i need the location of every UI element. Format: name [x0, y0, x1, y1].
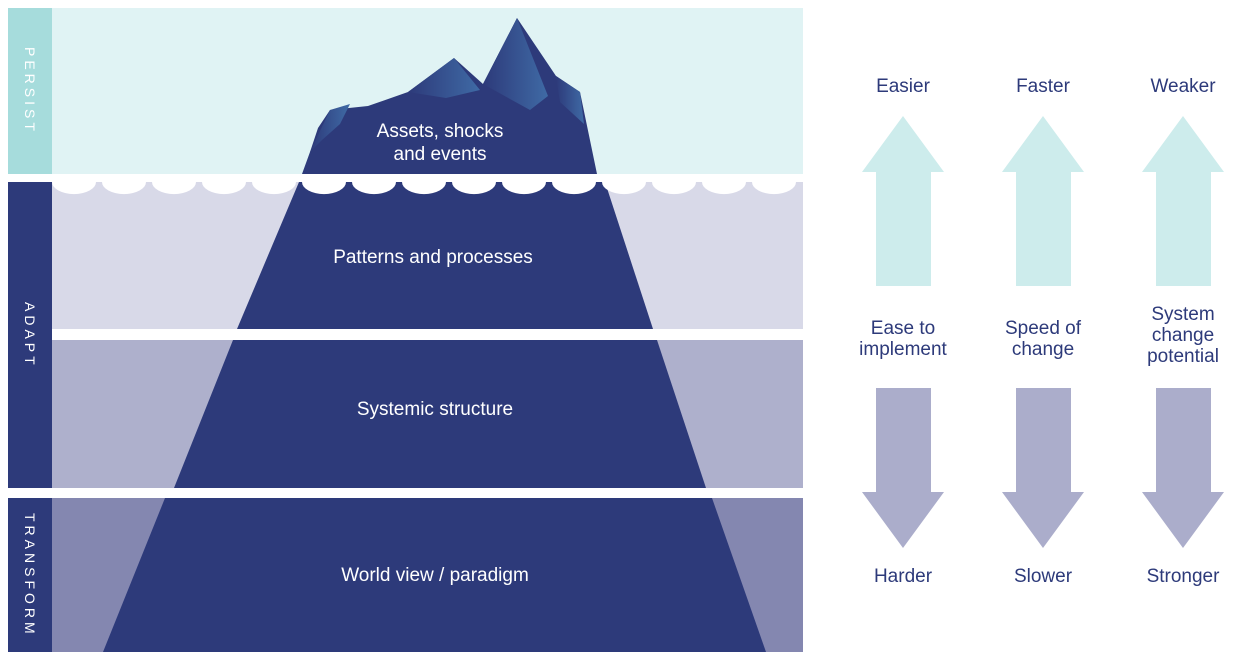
wave-scallop — [152, 182, 196, 195]
iceberg-peak-icon — [556, 76, 584, 124]
metric-2-label: Speed of change — [973, 318, 1113, 360]
patterns-label: Patterns and processes — [333, 247, 533, 268]
wave-scallop — [252, 182, 296, 195]
level-label-transform-text: TRANSFORM — [22, 512, 38, 638]
metric-1-label-line1: Ease to — [870, 318, 936, 339]
level-label-persist-text: PERSIST — [22, 47, 38, 135]
persist-bar — [8, 8, 52, 174]
metric-3-bottom: Stronger — [1146, 566, 1220, 587]
arrow-up-icon — [1002, 116, 1084, 286]
level-label-adapt-text: ADAPT — [22, 301, 38, 369]
wave-scallop — [52, 182, 96, 195]
metric-3-label-line2: change — [1151, 325, 1215, 346]
wave-scallop — [502, 182, 546, 195]
metric-1-bottom: Harder — [873, 566, 933, 587]
wave-scallop — [752, 182, 796, 195]
wave-scallop — [602, 182, 646, 195]
metric-1-label-line2: implement — [859, 339, 947, 360]
arrow-down-icon — [1002, 388, 1084, 548]
metric-3-label-line3: potential — [1147, 346, 1219, 367]
iceberg-layer-worldview — [103, 498, 766, 652]
wave-scallop — [102, 182, 146, 195]
level-label-adapt: ADAPT — [8, 182, 52, 488]
iceberg-tip-label: Assets, shocks and events — [330, 120, 550, 166]
metric-1-top: Easier — [876, 76, 930, 97]
arrow-down-icon — [1142, 388, 1224, 548]
level-label-transform: TRANSFORM — [8, 498, 52, 652]
wave-scallop — [352, 182, 396, 195]
iceberg-peak-icon — [408, 58, 480, 98]
transform-bar — [8, 498, 52, 652]
wave-scallop — [452, 182, 496, 195]
tip-label-line2: and events — [393, 144, 487, 165]
worldview-label: World view / paradigm — [341, 565, 529, 586]
arrow-up-icon — [1142, 116, 1224, 286]
level-label-persist: PERSIST — [8, 8, 52, 174]
iceberg-peak-icon — [483, 18, 548, 110]
metric-2-label-line1: Speed of — [1004, 318, 1082, 339]
arrow-up-icon — [862, 116, 944, 286]
iceberg-layer-structure — [174, 340, 706, 488]
metric-2-label-line2: change — [1011, 339, 1075, 360]
iceberg-peak-icon — [310, 104, 350, 152]
wave-scallop — [202, 182, 246, 195]
metric-3-top: Weaker — [1150, 76, 1216, 97]
tip-label-line1: Assets, shocks — [376, 121, 504, 142]
structure-label: Systemic structure — [356, 399, 514, 420]
wave-scallop — [302, 182, 346, 195]
arrow-down-icon — [862, 388, 944, 548]
iceberg-layer-patterns — [237, 182, 653, 329]
wave-scallop — [402, 182, 446, 195]
adapt-bar — [8, 182, 52, 488]
metric-3-label: System change potential — [1113, 304, 1240, 367]
wave-scallop — [702, 182, 746, 195]
metric-2-top: Faster — [1016, 76, 1070, 97]
metric-1-label: Ease to implement — [833, 318, 973, 360]
wave-scallop — [552, 182, 596, 195]
wave-scallops-icon — [52, 182, 796, 195]
wave-scallop — [652, 182, 696, 195]
arrows-group — [862, 116, 1224, 548]
metric-2-bottom: Slower — [1013, 566, 1073, 587]
metric-3-label-line1: System — [1151, 304, 1215, 325]
